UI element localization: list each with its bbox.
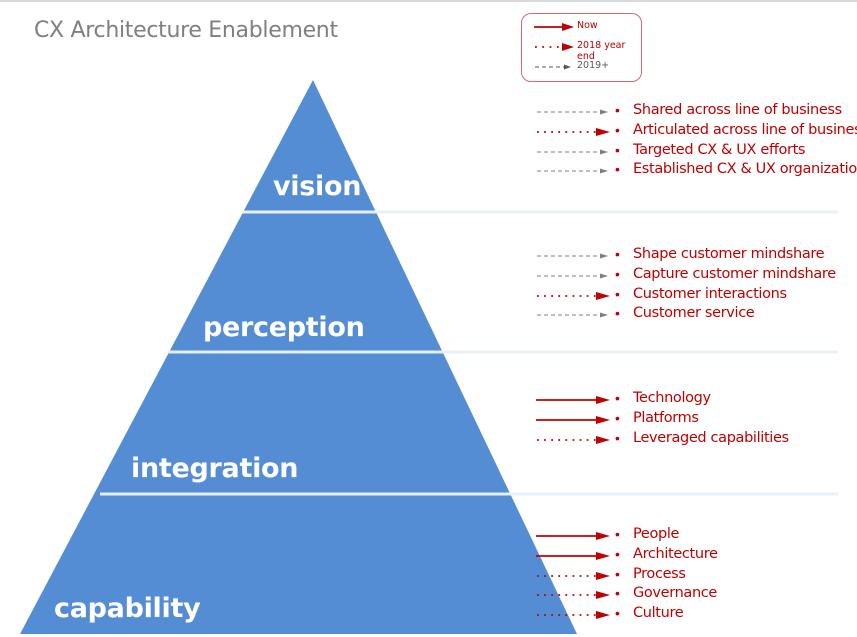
bullet-dot-icon: • (615, 285, 620, 302)
bullet-dot-icon: • (615, 246, 620, 262)
bullet-dot-icon: • (615, 161, 620, 178)
bullet-text: Technology (633, 390, 711, 406)
bullet-dot-icon: • (615, 585, 620, 602)
legend-label: 2019+ (577, 60, 610, 71)
bullet-dot-icon: • (615, 141, 620, 158)
dashed-arrow-icon (537, 168, 608, 174)
bullet-dot-icon: • (615, 121, 620, 138)
bullet-dot-icon: • (615, 429, 620, 446)
bullet-text: Architecture (633, 545, 718, 562)
solid-arrow-icon (536, 551, 610, 560)
bullet-dot-icon: • (615, 409, 620, 426)
legend-label: 2018 year end (577, 40, 626, 62)
top-border (0, 0, 857, 2)
dotted-arrow-icon (537, 571, 610, 580)
bullet-text: Targeted CX & UX efforts (633, 141, 806, 158)
bullet-text: Governance (633, 585, 717, 602)
bullet-dot-icon: • (615, 545, 620, 562)
dotted-arrow-icon (537, 435, 610, 444)
dashed-arrow-icon (537, 149, 608, 155)
bullet-text: People (633, 526, 680, 542)
bullet-dot-icon: • (615, 390, 620, 406)
legend-label: Now (577, 20, 598, 31)
legend-item-now: Now (522, 19, 641, 35)
dotted-arrow-icon (537, 127, 610, 136)
tier-label-perception: perception (203, 312, 365, 343)
legend-item-2018: 2018 year end (522, 39, 641, 62)
bullet-text: Customer service (633, 305, 755, 322)
bullet-dot-icon: • (615, 605, 620, 622)
solid-arrow-icon (536, 532, 610, 540)
dotted-arrow-icon (535, 43, 574, 51)
bullet-text: Capture customer mindshare (633, 265, 836, 282)
dashed-arrow-icon (537, 273, 608, 279)
dashed-arrow-icon (537, 312, 608, 318)
dashed-arrow-icon (537, 109, 608, 115)
bullet-dot-icon: • (615, 565, 620, 582)
bullet-text: Leveraged capabilities (633, 429, 789, 446)
bullet-dot-icon: • (615, 102, 620, 118)
tier-label-integration: integration (131, 453, 299, 484)
bullet-dot-icon: • (615, 305, 620, 322)
bullet-text: Shared across line of business (633, 102, 842, 118)
solid-arrow-icon (536, 415, 610, 424)
bullet-text: Process (633, 565, 686, 582)
tier-label-capability: capability (54, 593, 201, 624)
dashed-arrow-icon (535, 64, 571, 70)
dotted-arrow-icon (537, 591, 610, 600)
solid-arrow-icon (536, 396, 610, 404)
bullet-dot-icon: • (615, 526, 620, 542)
dashed-arrow-icon (537, 253, 608, 259)
bullet-dot-icon: • (615, 265, 620, 282)
bullet-text: Customer interactions (633, 285, 787, 302)
legend-item-2019: 2019+ (522, 59, 641, 75)
dotted-arrow-icon (537, 611, 610, 620)
page-title: CX Architecture Enablement (34, 18, 338, 43)
bullet-text: Culture (633, 605, 684, 622)
bullet-text: Platforms (633, 409, 699, 426)
dotted-arrow-icon (537, 291, 610, 300)
bullet-text: Shape customer mindshare (633, 246, 825, 262)
pyramid-shape (20, 80, 577, 634)
legend: Now 2018 year end 2019+ (521, 13, 642, 82)
bullet-text: Established CX & UX organization (633, 161, 857, 178)
solid-arrow-icon (534, 23, 574, 31)
tier-label-vision: vision (273, 171, 362, 202)
bullet-text: Articulated across line of business (633, 121, 857, 138)
